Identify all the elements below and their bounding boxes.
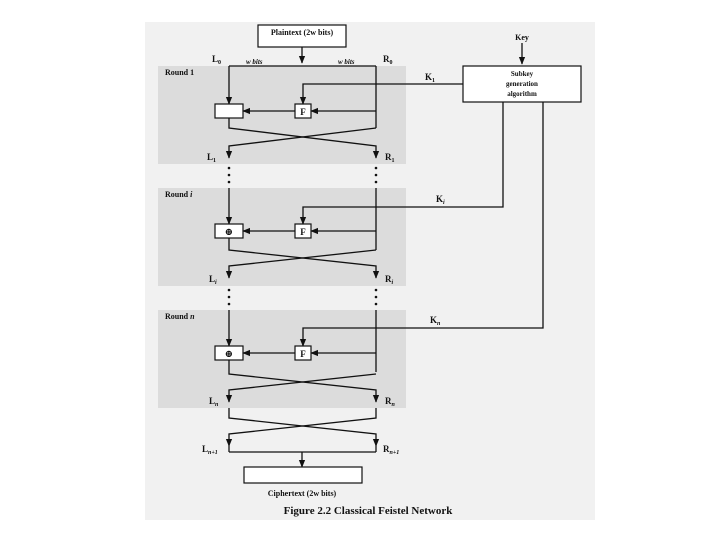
- ellipsis-1: [227, 166, 378, 184]
- round-i-subkey-wire: [299, 102, 504, 225]
- round-1-output-right: R1: [385, 152, 395, 164]
- round-1-xor-box: [214, 103, 244, 119]
- ciphertext-label: Ciphertext (2w bits): [268, 489, 337, 498]
- round-1-f-label: F: [300, 107, 306, 117]
- round-n-subkey-wire: [299, 102, 544, 347]
- ellipsis-2: [227, 288, 378, 306]
- round-n-cross-right: [225, 373, 377, 403]
- subkey-generation-box: [462, 65, 582, 103]
- round-1-label: Round 1: [165, 68, 194, 77]
- round-i-output-right: Ri: [385, 274, 394, 286]
- subkey-line-2: generation: [506, 80, 538, 88]
- round-i-subkey-label: Ki: [436, 194, 445, 206]
- final-cross-left: [228, 408, 380, 447]
- round-n-output-right: Rn: [385, 396, 396, 408]
- w-bits-right: w bits: [338, 58, 355, 66]
- subkey-line-3: algorithm: [507, 90, 537, 98]
- w-bits-left: w bits: [246, 58, 263, 66]
- round-1-background: [158, 66, 406, 164]
- round-1-subkey-label: K1: [425, 72, 435, 84]
- round-1-subkey-wire: [299, 83, 463, 105]
- round-i-label: Round i: [165, 190, 193, 199]
- round-1-cross-right: [225, 127, 377, 159]
- ciphertext-box: [243, 466, 363, 484]
- round-i-f-label: F: [300, 227, 306, 237]
- final-cross-right: [225, 408, 377, 447]
- round-n-output-left: Ln: [209, 396, 219, 408]
- round-n-xor-symbol: ⊕: [225, 349, 233, 360]
- final-right-label: Rn+1: [383, 444, 399, 456]
- input-right-label: R0: [383, 54, 393, 66]
- subkey-line-1: Subkey: [511, 70, 534, 78]
- plaintext-label: Plaintext (2w bits): [271, 28, 334, 37]
- round-n-background: [158, 310, 406, 408]
- round-i-xor-symbol: ⊕: [225, 227, 233, 238]
- round-i-cross-right: [225, 249, 377, 279]
- round-i-output-left: Li: [209, 274, 217, 286]
- round-1-output-left: L1: [207, 152, 216, 164]
- round-n-label: Round n: [165, 312, 195, 321]
- key-label: Key: [515, 33, 529, 42]
- input-left-label: L0: [212, 54, 221, 66]
- final-left-label: Ln+1: [202, 444, 218, 456]
- figure-caption: Figure 2.2 Classical Feistel Network: [284, 505, 454, 517]
- round-n-subkey-label: Kn: [430, 315, 441, 327]
- round-i-background: [158, 188, 406, 286]
- round-n-f-label: F: [300, 349, 306, 359]
